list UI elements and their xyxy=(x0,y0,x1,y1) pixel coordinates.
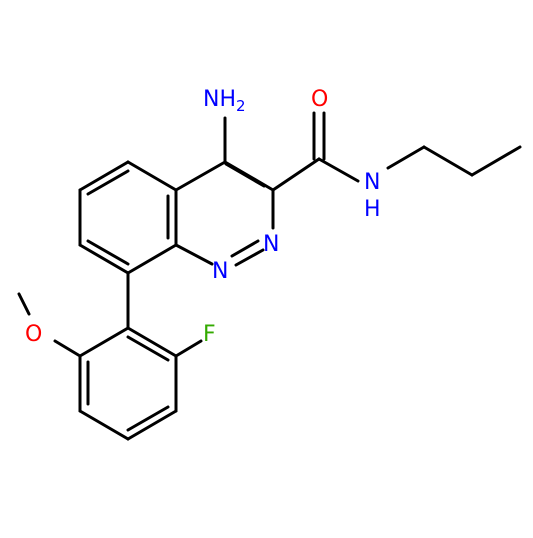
bond-n2-n1-1 xyxy=(234,248,265,267)
bond-ar6-ar1 xyxy=(78,326,130,358)
bond-ar2-f xyxy=(174,339,203,358)
bond-ar3-ar4-inner xyxy=(126,405,170,432)
bond-ar6-o xyxy=(53,339,82,358)
bond-n1-c8a xyxy=(174,243,214,266)
methoxy-oxygen-label: O xyxy=(25,322,42,347)
bond-n2-n1-2 xyxy=(230,239,260,258)
bond-n-propyl-1 xyxy=(386,145,426,170)
amide-hydrogen-label: H xyxy=(364,197,381,222)
bond-c3-carbonyl xyxy=(271,157,321,192)
bond-ar4-ar5 xyxy=(78,409,130,441)
ring-nitrogen-2-label: N xyxy=(263,232,279,257)
atom-labels: NH2 O N H N N F O xyxy=(25,87,381,347)
bond-propyl-2 xyxy=(422,145,474,177)
bond-c7-c8-inner xyxy=(86,239,130,266)
bond-c5-c6-inner xyxy=(86,169,130,196)
bond-o-methyl xyxy=(17,292,31,316)
amide-nitrogen-label: N xyxy=(364,170,380,195)
bond-carbonyl-n xyxy=(317,157,360,183)
bond-ar3-ar4 xyxy=(126,409,178,441)
carbonyl-oxygen-label: O xyxy=(311,87,328,112)
fluorine-label: F xyxy=(203,322,216,347)
ring-nitrogen-1-label: N xyxy=(212,259,228,284)
bond-ar1-ar2 xyxy=(126,326,178,358)
bond-c7-c8 xyxy=(78,243,130,275)
bond-c5-c6 xyxy=(78,160,130,192)
bond-c4a-c5 xyxy=(126,160,178,192)
bond-c3-c4-inner xyxy=(224,162,266,188)
bond-c4-c4a xyxy=(174,160,227,192)
bonds xyxy=(17,111,522,441)
bond-c8-c8a xyxy=(126,243,178,275)
bond-ar1-ar2-inner xyxy=(126,335,170,362)
bond-propyl-3 xyxy=(470,145,522,177)
amine-label: NH2 xyxy=(203,87,246,115)
